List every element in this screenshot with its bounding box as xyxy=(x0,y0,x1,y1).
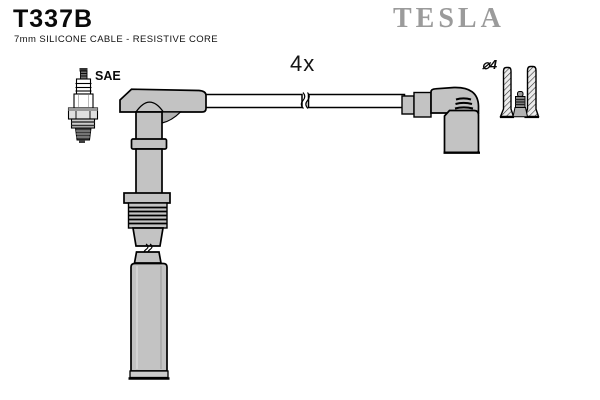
spark-plug-icon xyxy=(67,68,99,143)
product-subtitle: 7mm SILICONE CABLE - RESISTIVE CORE xyxy=(14,34,219,45)
tesla-brand-logo: TESLA xyxy=(393,3,505,34)
ignition-cable-drawing xyxy=(199,92,406,109)
connector-cross-section-icon xyxy=(499,65,540,119)
spark-plug-boot-drawing xyxy=(119,88,207,380)
quantity-label: 4x xyxy=(290,51,316,76)
coil-boot-drawing xyxy=(401,86,480,154)
sae-terminal-label: SAE xyxy=(95,69,121,83)
connector-diameter-label: ⌀4 xyxy=(482,57,498,72)
part-number: T337B xyxy=(13,5,94,33)
